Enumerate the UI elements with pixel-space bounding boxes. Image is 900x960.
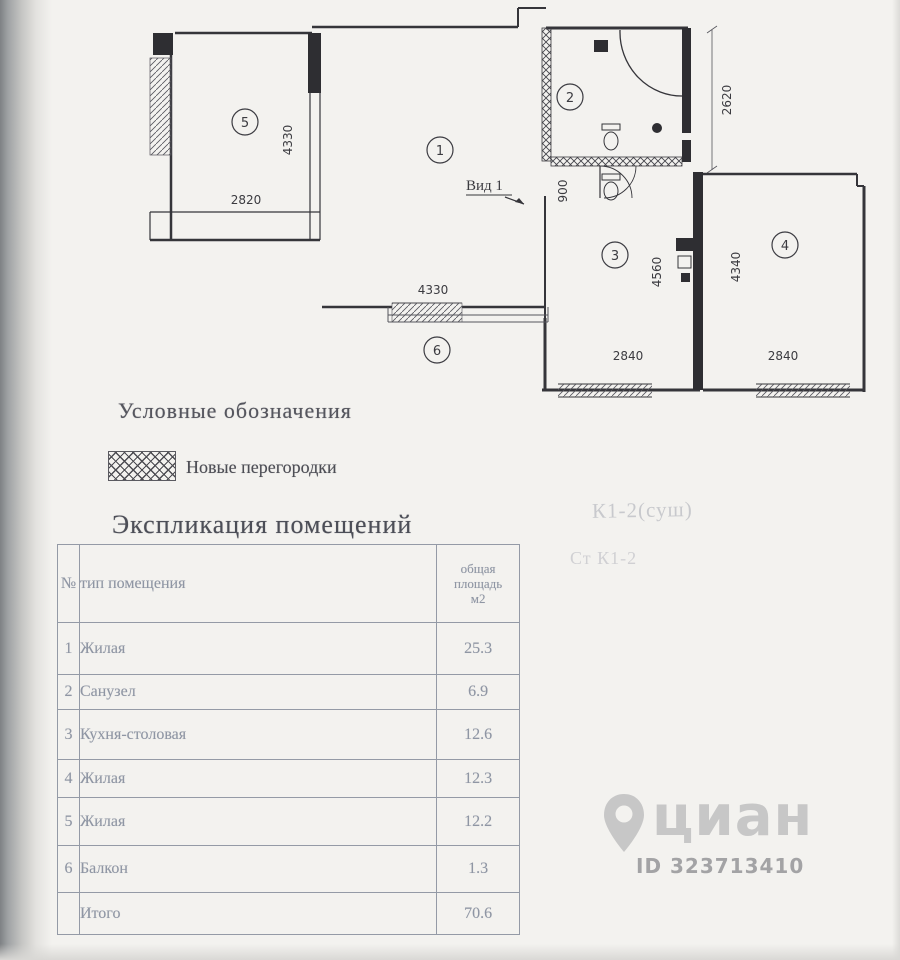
toilet-icon [601, 123, 621, 151]
row-type: Жилая [78, 759, 438, 798]
room1-walls [312, 7, 546, 309]
row-area: 1.3 [436, 845, 520, 893]
scan-left-edge [0, 0, 52, 960]
dim-kitchen-height: 4560 [650, 257, 664, 288]
table-row: 2 Санузел 6.9 [57, 674, 520, 710]
dimension-labels: 4330 2820 4330 900 2620 4560 4340 2840 2… [231, 85, 799, 363]
room3-walls [542, 240, 700, 398]
window-hatch [558, 384, 652, 397]
row-area: 12.3 [436, 759, 520, 798]
room-markers: 1 2 3 4 5 6 [231, 83, 799, 364]
wall-pier [153, 33, 173, 55]
balcony-door-hatch [391, 302, 463, 323]
view-label: Вид 1 [466, 178, 503, 194]
row-num: 4 [57, 759, 80, 798]
floor-plan-drawing: 1 2 3 4 5 6 4330 2820 4330 900 2620 4560… [149, 7, 866, 398]
vent-shaft-outline [677, 255, 692, 269]
view-arrow [466, 194, 525, 205]
location-pin-icon [604, 794, 644, 852]
window-hatch [756, 384, 850, 397]
total-num-empty [57, 892, 80, 935]
sink-icon [601, 173, 621, 201]
row-num: 1 [57, 622, 80, 675]
cian-brand-text: циан [652, 784, 814, 849]
table-row: 6 Балкон 1.3 [57, 845, 520, 893]
wall-pier [682, 28, 691, 133]
room6-number: 6 [433, 344, 441, 359]
row-type: Кухня-столовая [78, 709, 438, 760]
header-area-line2: площадь [453, 576, 503, 591]
vent-shaft [681, 273, 690, 282]
row-num: 5 [57, 797, 80, 846]
scan-bottom-edge [0, 944, 900, 960]
legend-new-partitions-label: Новые перегородки [186, 457, 337, 477]
cian-watermark: циан ID 323713410 [596, 784, 876, 888]
row-area: 12.6 [436, 709, 520, 760]
new-partition-hatch [550, 156, 683, 167]
wall-pier [308, 33, 321, 93]
row-type: Санузел [78, 674, 438, 710]
room4-number: 4 [781, 239, 789, 254]
row-area: 6.9 [436, 674, 520, 710]
header-type: тип помещения [78, 544, 438, 623]
scan-right-edge [892, 0, 900, 960]
table-row: 1 Жилая 25.3 [57, 622, 520, 675]
table-row: 4 Жилая 12.3 [57, 759, 520, 798]
dim-room4-height: 4340 [729, 252, 743, 283]
row-area: 25.3 [436, 622, 520, 675]
dim-bath-height: 2620 [720, 85, 734, 116]
table-total-row: Итого 70.6 [57, 892, 520, 935]
balcony-rails [387, 307, 549, 323]
table-row: 3 Кухня-столовая 12.6 [57, 709, 520, 760]
window-hatch [149, 57, 172, 156]
dim-left-room-width: 2820 [231, 193, 262, 207]
dim-corridor: 900 [556, 180, 570, 203]
dim-kitchen-width: 2840 [613, 349, 644, 363]
header-num: № [57, 544, 80, 623]
row-num: 3 [57, 709, 80, 760]
table-row: 5 Жилая 12.2 [57, 797, 520, 846]
explication-table: № тип помещения общая площадь м2 1 Жилая… [57, 544, 520, 935]
dim-living-width: 4330 [418, 283, 449, 297]
bathroom-walls [546, 26, 688, 199]
total-label: Итого [78, 892, 438, 935]
room2-number: 2 [566, 91, 574, 106]
room4-walls [703, 172, 866, 398]
wall-pier [682, 140, 691, 162]
room5-number: 5 [241, 116, 249, 131]
listing-id-text: ID 323713410 [636, 854, 805, 878]
plumbing-dot [652, 123, 662, 133]
room1-number: 1 [436, 144, 444, 159]
wall-pier [693, 172, 703, 390]
vent-shaft [676, 238, 693, 251]
bleedthrough-text: К1-2(суш) [591, 497, 693, 523]
header-area: общая площадь м2 [436, 544, 520, 623]
new-partition-swatch-icon [108, 451, 176, 481]
row-type: Балкон [78, 845, 438, 893]
floor-plan: 1 2 3 4 5 6 4330 2820 4330 900 2620 4560… [0, 0, 900, 430]
row-type: Жилая [78, 797, 438, 846]
total-area: 70.6 [436, 892, 520, 935]
row-type: Жилая [78, 622, 438, 675]
explication-title: Экспликация помещений [112, 510, 413, 539]
dimension-line [706, 25, 718, 174]
row-num: 6 [57, 845, 80, 893]
vent-shaft [594, 40, 608, 52]
new-partition-hatch [541, 27, 552, 162]
row-area: 12.2 [436, 797, 520, 846]
header-area-line3: м2 [470, 591, 486, 606]
header-area-line1: общая [460, 561, 496, 576]
bleedthrough-text: Ст К1-2 [570, 548, 638, 568]
room3-number: 3 [611, 249, 619, 264]
dim-left-room-height: 4330 [281, 125, 295, 156]
table-header-row: № тип помещения общая площадь м2 [57, 544, 520, 623]
dim-room4-width: 2840 [768, 349, 799, 363]
legend-title: Условные обозначения [118, 398, 352, 423]
row-num: 2 [57, 674, 80, 710]
